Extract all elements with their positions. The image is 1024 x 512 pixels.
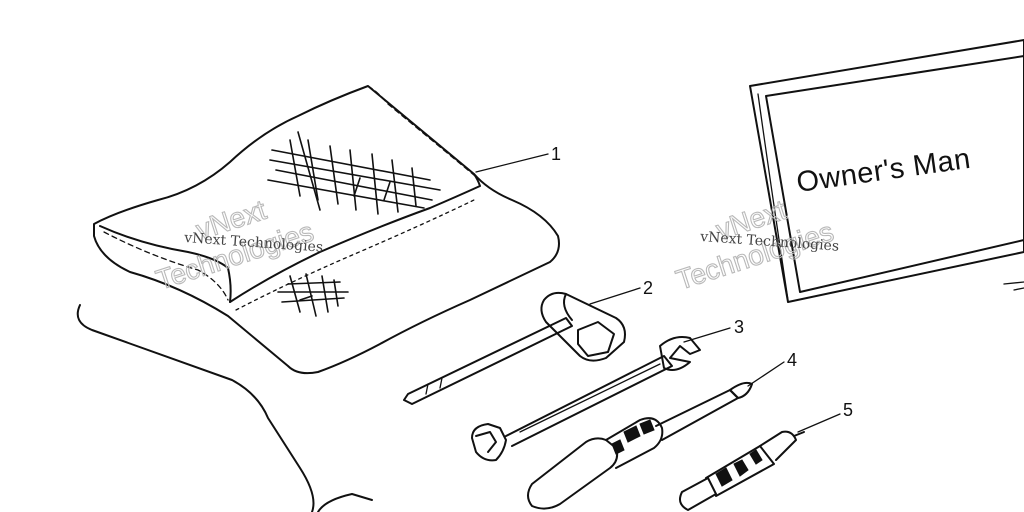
pouch-stitch-pattern-lower xyxy=(277,273,349,317)
leader-line-1 xyxy=(475,153,549,173)
tool-pouch xyxy=(93,85,560,375)
pouch-stitch-pattern-upper xyxy=(267,131,441,215)
spark-plug xyxy=(679,430,805,511)
owners-manual: Owner's Man xyxy=(749,39,1024,303)
manual-title: Owner's Man xyxy=(795,143,973,199)
callout-4: 4 xyxy=(787,350,797,370)
callout-3: 3 xyxy=(734,317,744,337)
screwdriver xyxy=(527,381,753,510)
watermark-right: vNext Technologies vNext Technologies xyxy=(672,193,840,296)
callout-numbers: 1 2 3 4 5 xyxy=(551,144,853,420)
leader-line-5 xyxy=(797,413,841,433)
spark-plug-wrench xyxy=(403,291,626,405)
leader-line-2 xyxy=(589,287,641,305)
callout-1: 1 xyxy=(551,144,561,164)
callout-2: 2 xyxy=(643,278,653,298)
open-end-wrench xyxy=(471,336,701,462)
leader-line-4 xyxy=(747,361,785,387)
leader-lines xyxy=(475,153,841,433)
background-panel-outline xyxy=(76,304,373,512)
watermark-left: vNext Technologies vNext Technologies xyxy=(152,193,324,296)
leader-line-3 xyxy=(683,327,731,343)
callout-5: 5 xyxy=(843,400,853,420)
